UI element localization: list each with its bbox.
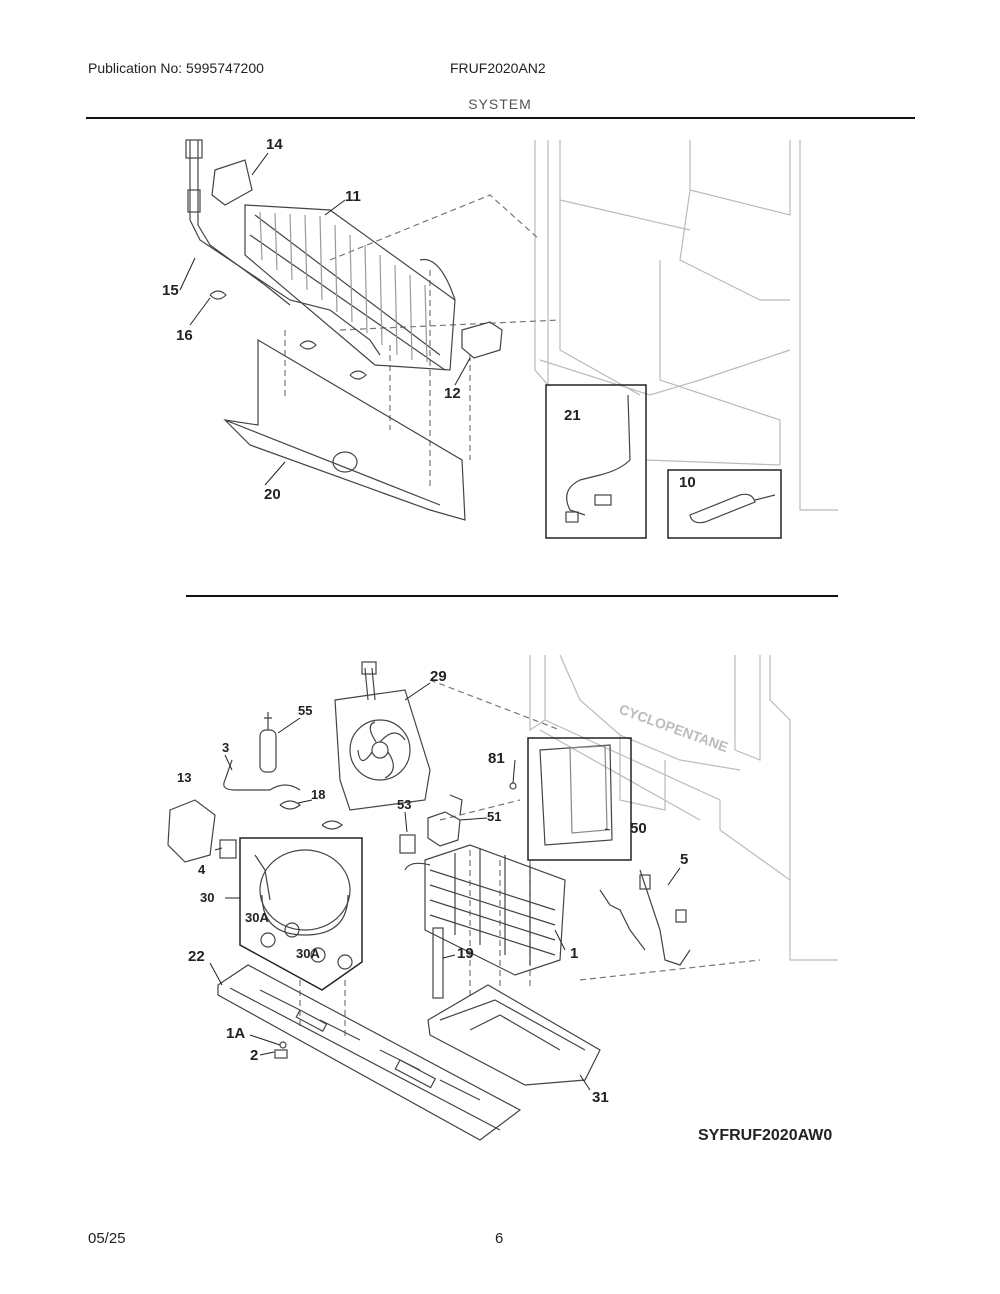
- compressor-box-30: [239, 837, 363, 991]
- tube-3: [223, 759, 301, 791]
- callout-50: 50: [630, 820, 647, 837]
- callout-2: 2: [250, 1047, 259, 1064]
- callout-16: 16: [176, 327, 193, 344]
- callout-4: 4: [198, 862, 206, 877]
- drain-pan: [427, 984, 601, 1086]
- callout-51: 51: [487, 809, 502, 824]
- callout-10: 10: [679, 474, 696, 491]
- sensor-wire-21: [565, 394, 631, 523]
- relay-13: [167, 799, 216, 863]
- clip-16: [209, 290, 227, 300]
- bracket-14: [211, 159, 253, 206]
- dashed-leaders-top: [284, 194, 561, 490]
- condenser-coil: [404, 844, 566, 976]
- callout-21: 21: [564, 407, 581, 424]
- callout-29: 29: [430, 668, 447, 685]
- model-number: FRUF2020AN2: [450, 60, 546, 76]
- sensor-53: [399, 834, 416, 854]
- clip-b: [349, 370, 367, 380]
- filter-drier-55: [259, 712, 277, 773]
- clip-a: [299, 340, 317, 350]
- drain-trough: [223, 338, 466, 521]
- inset-box-10: [667, 469, 782, 539]
- callout-14: 14: [266, 136, 283, 153]
- section-divider: [186, 595, 838, 597]
- callout-53: 53: [397, 797, 412, 812]
- callout-3: 3: [222, 740, 230, 755]
- callout-1: 1: [570, 945, 579, 962]
- screw-1a: [279, 1041, 287, 1049]
- callout-18: 18: [311, 787, 326, 802]
- callout-22: 22: [188, 948, 205, 965]
- callout-5: 5: [680, 851, 689, 868]
- callout-55: 55: [298, 703, 313, 718]
- header-rule: [86, 117, 915, 119]
- screw-81: [509, 782, 517, 790]
- wire-harness-5: [599, 869, 691, 966]
- damper-51: [427, 794, 463, 847]
- callout-30a-lower: 30A: [296, 946, 320, 961]
- callout-19: 19: [457, 945, 474, 962]
- callout-30: 30: [200, 890, 215, 905]
- callout-81: 81: [488, 750, 505, 767]
- fridge-cabinet-bottom: [529, 654, 838, 961]
- inset-box-21: [545, 384, 647, 539]
- fridge-cabinet-top: [534, 140, 838, 511]
- callout-11: 11: [345, 188, 361, 205]
- compressor: [254, 849, 353, 970]
- terminal-block-12: [461, 321, 503, 359]
- base-plate: [217, 964, 522, 1141]
- section-title: SYSTEM: [468, 96, 532, 112]
- harness-tubing: [185, 139, 381, 356]
- callout-15: 15: [162, 282, 179, 299]
- condenser-fan: [334, 661, 431, 811]
- callout-20: 20: [264, 486, 281, 503]
- heater-19: [432, 927, 444, 999]
- callout-1a: 1A: [226, 1025, 246, 1042]
- evaporator-coil: [244, 204, 456, 371]
- page-number: 6: [495, 1230, 504, 1247]
- diagram-code: SYFRUF2020AW0: [698, 1127, 833, 1144]
- overload-4: [219, 839, 237, 859]
- callout-13: 13: [177, 770, 192, 785]
- bracket-2: [274, 1049, 288, 1059]
- callout-30a-upper: 30A: [245, 910, 269, 925]
- callout-12: 12: [444, 385, 461, 402]
- inset-box-50: [527, 737, 632, 861]
- clip-18a: [279, 800, 301, 810]
- callout-leaders: [179, 152, 681, 1091]
- callout-31: 31: [592, 1089, 609, 1106]
- clip-18b: [321, 820, 343, 830]
- publication-number: Publication No: 5995747200: [88, 60, 264, 76]
- footer-date: 05/25: [88, 1230, 126, 1247]
- cabinet-label: CYCLOPENTANE: [617, 701, 730, 755]
- thermistor-10: [689, 493, 776, 524]
